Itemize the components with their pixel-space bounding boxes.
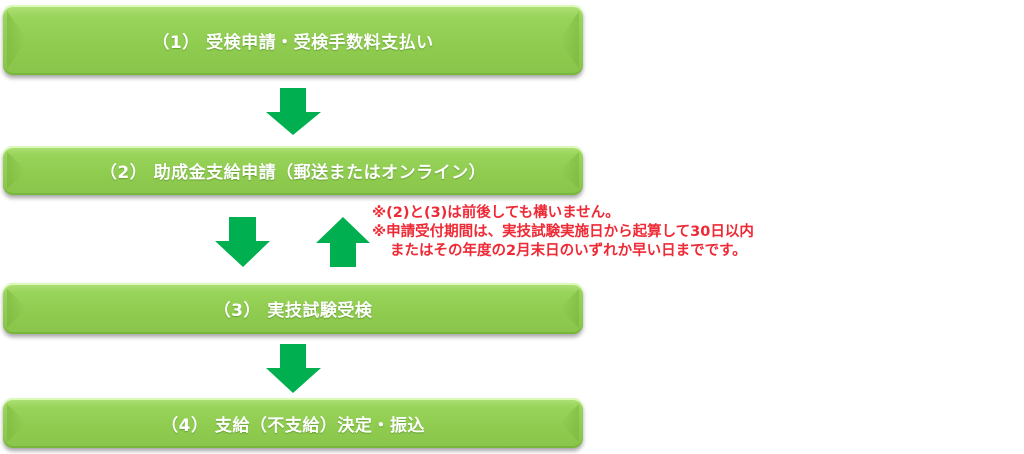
- step-2-box: （2） 助成金支給申請（郵送またはオンライン）: [3, 146, 583, 195]
- note-order-flexible: ※(2)と(3)は前後しても構いません。: [372, 205, 620, 221]
- arrow-down-icon: [215, 217, 271, 268]
- step-1-label: （1） 受検申請・受検手数料支払い: [152, 32, 434, 53]
- arrow-up-icon: [316, 217, 372, 268]
- note-application-deadline: またはその年度の2月末日のいずれか早い日までです。: [390, 243, 747, 259]
- step-2-label: （2） 助成金支給申請（郵送またはオンライン）: [99, 163, 487, 183]
- notes-block: ※(2)と(3)は前後しても構いません。 ※申請受付期間は、実技試験実施日から起…: [372, 204, 754, 261]
- step-4-box: （4） 支給（不支給）決定・振込: [3, 398, 583, 448]
- step-3-box: （3） 実技試験受検: [3, 283, 583, 334]
- step-1-box: （1） 受検申請・受検手数料支払い: [3, 5, 583, 75]
- arrow-down-icon: [266, 88, 322, 136]
- note-application-period: ※申請受付期間は、実技試験実施日から起算して30日以内: [372, 224, 754, 240]
- step-4-label: （4） 支給（不支給）決定・振込: [161, 415, 425, 436]
- step-3-label: （3） 実技試験受検: [213, 301, 373, 321]
- arrow-down-icon: [266, 344, 322, 394]
